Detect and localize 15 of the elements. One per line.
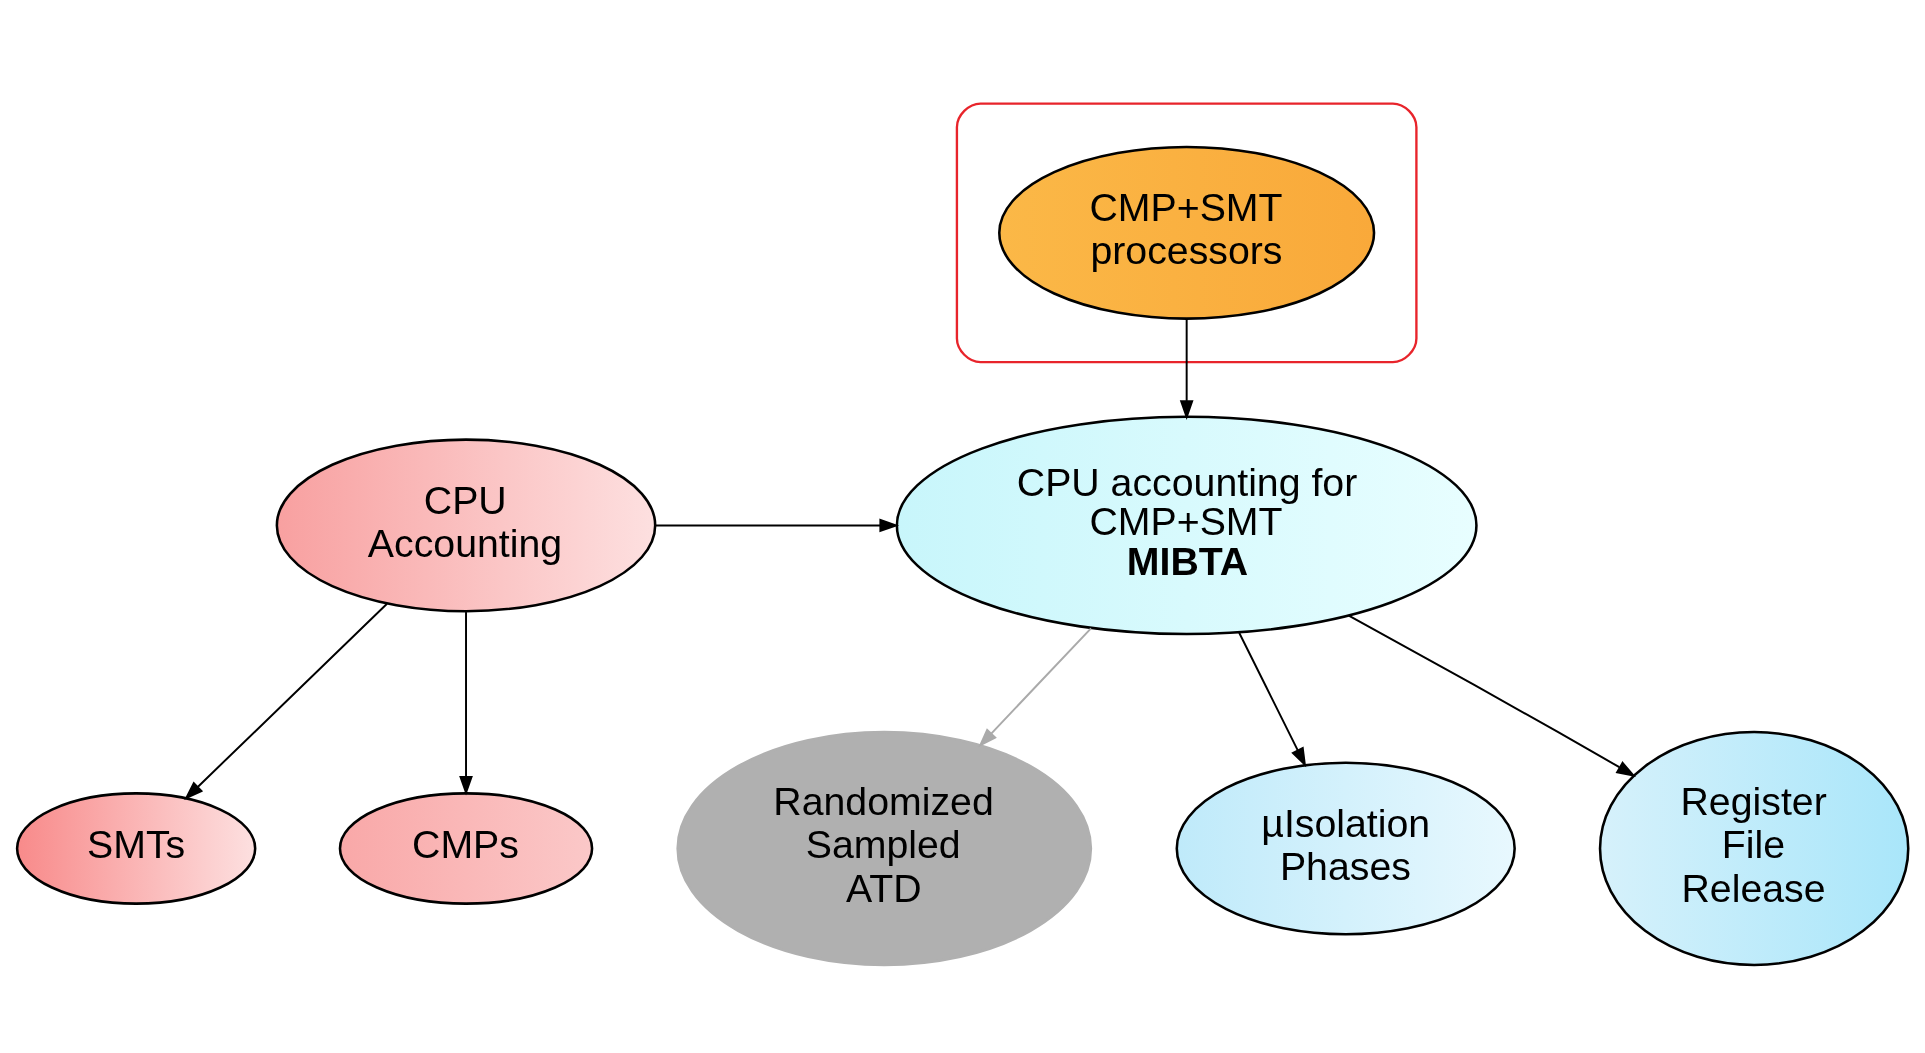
node-ellipse: CMPs (338, 792, 594, 905)
node-ellipse: Register File Release (1598, 730, 1910, 967)
arrow (1347, 614, 1636, 777)
arrow (1238, 631, 1307, 768)
arrow (978, 627, 1092, 748)
node-ellipse: CPU Accounting (275, 438, 657, 613)
node-ellipse: µIsolation Phases (1175, 761, 1516, 936)
arrow (459, 611, 473, 796)
node-ellipse: SMTs (15, 792, 257, 905)
node-ellipse: CPU accounting for CMP+SMT MIBTA (895, 415, 1478, 636)
node-ellipse: CMP+SMT processors (998, 145, 1376, 320)
arrow (184, 602, 388, 801)
arrow (654, 518, 900, 533)
cluster (955, 102, 1418, 364)
arrow (1179, 318, 1194, 420)
